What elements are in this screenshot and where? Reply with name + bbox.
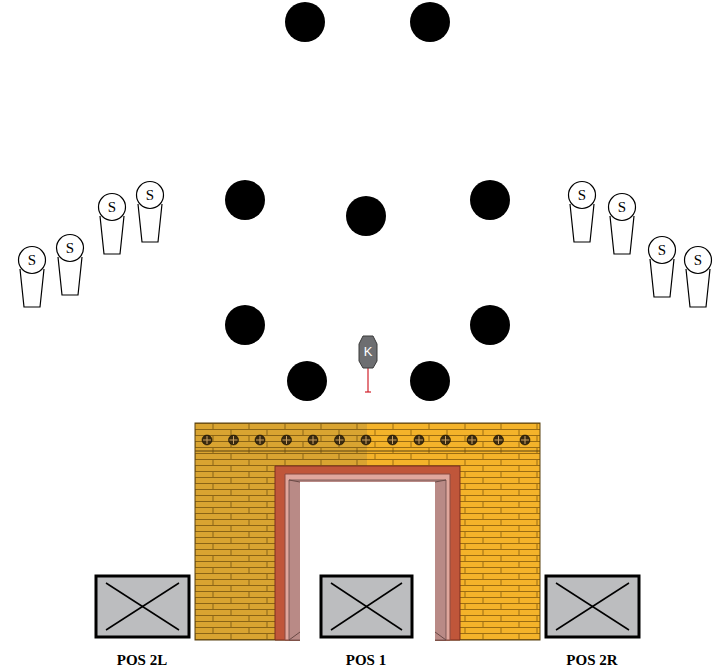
spectator-letter: S bbox=[96, 196, 128, 218]
crates bbox=[96, 576, 639, 637]
spectator-letter: S bbox=[566, 184, 598, 206]
spectator-letter: S bbox=[682, 249, 714, 271]
spectator-letter: S bbox=[16, 249, 48, 271]
brick-wall bbox=[195, 423, 540, 642]
pointer-line bbox=[365, 368, 371, 392]
position-label: POS 2R bbox=[564, 652, 619, 669]
spectator-symbol: S bbox=[96, 192, 128, 256]
marker-dots bbox=[225, 2, 510, 401]
position-label: POS 1 bbox=[344, 652, 388, 669]
spectator-symbol: S bbox=[134, 180, 166, 244]
hexagon-marker: K bbox=[358, 335, 378, 369]
spectator-symbol: S bbox=[646, 235, 678, 299]
spectator-letter: S bbox=[134, 184, 166, 206]
spectator-symbol: S bbox=[16, 245, 48, 309]
position-label: POS 2L bbox=[115, 652, 169, 669]
spectator-symbol: S bbox=[606, 192, 638, 256]
spectator-symbol: S bbox=[682, 245, 714, 309]
spectator-letter: S bbox=[54, 237, 86, 259]
spectator-letter: S bbox=[646, 239, 678, 261]
spectator-symbol: S bbox=[54, 233, 86, 297]
spectator-symbol: S bbox=[566, 180, 598, 244]
marker-letter: K bbox=[358, 343, 378, 361]
spectator-letter: S bbox=[606, 196, 638, 218]
